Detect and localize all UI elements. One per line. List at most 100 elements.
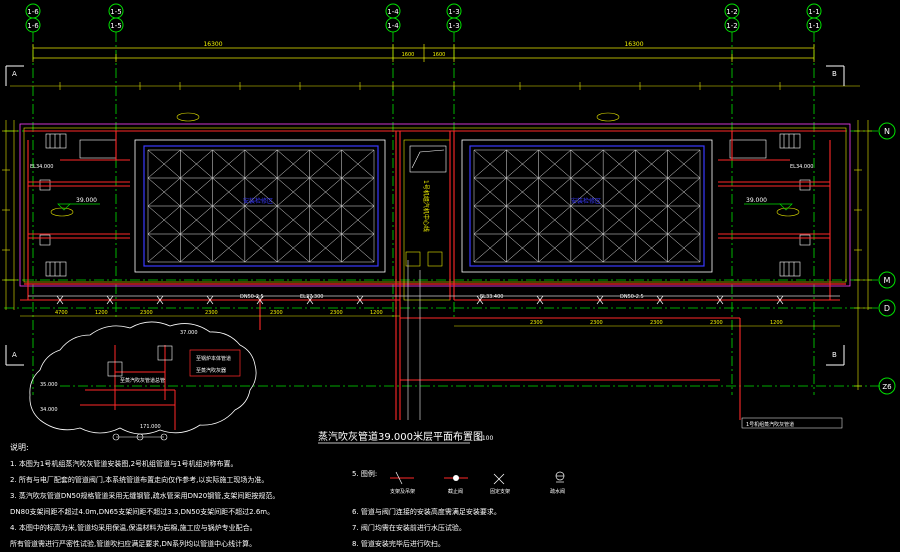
truss-diagonal [147,205,181,235]
svg-text:39.000: 39.000 [746,197,767,204]
truss-diagonal [570,233,604,263]
elevation-right: 39.000 [744,197,793,211]
svg-text:1-1: 1-1 [808,8,819,16]
left-bay-label: 安装检修区 [243,197,273,205]
top-dim-3: 1600 [433,52,446,58]
truss-diagonal [212,233,246,263]
legend-cross-icon: 固定支架 [490,473,510,495]
right-note: 1号机组蒸汽吹灰管道 [746,421,794,428]
top-axis-1-1[interactable]: 1-1 1-1 [806,3,822,395]
mid-left-pipe-label: EL37.300 [300,294,323,300]
left-pipe-label: DN50-2.5 [240,294,264,300]
truss-diagonal [538,149,572,179]
note-2: 2. 所有与电厂配套的管道阀门,本系统管道布置走向仅作参考,以实际施工现场为准。 [10,475,268,484]
note-1: 1. 本图为1号机组蒸汽吹灰管道安装图,2号机组管道与1号机组对称布置。 [10,459,238,468]
truss-diagonal [506,149,539,179]
valve-icon [206,295,214,305]
mid-dim-4: 2300 [270,310,283,316]
svg-text:1-2: 1-2 [726,22,737,30]
mid-dim-r3: 2300 [710,320,723,326]
left-deck [134,139,386,273]
truss-diagonal [147,177,181,207]
valve-icon [476,295,484,305]
svg-text:A: A [12,70,17,78]
elevation-left: 39.000 [57,197,100,211]
right-bay-label: 安装检修区 [571,197,601,205]
valve-icon [716,295,724,305]
truss-diagonal [276,177,310,207]
legend-valve-label: 截止阀 [448,488,463,495]
drawing-scale: 1:100 [476,435,493,442]
right-axis-M[interactable]: M [878,271,896,289]
svg-text:B: B [832,351,837,359]
legend-cross-label: 固定支架 [490,488,510,495]
truss-diagonal [667,205,701,235]
truss-diagonal [341,205,375,235]
legend-support-label: 支架及吊架 [390,488,415,495]
legend-valve-dot-icon: 截止阀 [444,475,468,495]
truss-diagonal [147,233,181,263]
top-axis-1-2[interactable]: 1-2 1-2 [724,3,740,395]
truss-diagonal [473,205,507,235]
legend: 支架及吊架 截止阀 固定支架 疏水阀 [390,471,565,495]
legend-trap-label: 疏水阀 [550,488,565,495]
truss-diagonal [309,149,342,179]
truss-diagonal [309,177,342,207]
section-mark-top-left: A [5,65,24,86]
detail-note-3: 至蒸汽吹灰器 [196,367,226,374]
truss-diagonal [635,149,668,179]
truss-diagonal [180,205,213,235]
right-axis-D[interactable]: D [878,299,896,317]
truss-diagonal [602,233,636,263]
truss-diagonal [180,233,213,263]
legend-support-icon: 支架及吊架 [390,471,415,495]
legend-trap-icon: 疏水阀 [550,471,565,495]
mid-dim-5: 2300 [330,310,343,316]
right-axis-N[interactable]: N [878,122,896,140]
detail-elev-3: 171.000 [140,424,161,430]
svg-text:1-2: 1-2 [726,8,737,16]
truss-diagonal [147,149,181,179]
truss-diagonal [341,233,375,263]
truss-diagonal [309,233,342,263]
truss-diagonal [667,177,701,207]
left-equipment [39,133,117,277]
truss-diagonal [212,177,246,207]
truss-diagonal [244,149,278,179]
top-axis-1-4[interactable]: 1-4 1-4 [385,3,401,320]
truss-diagonal [473,177,507,207]
mid-dim-r4: 1200 [770,320,783,326]
section-mark-bottom-left: A [5,345,24,366]
detail-elev-4: 37.000 [180,330,198,336]
truss-diagonal [538,205,572,235]
truss-diagonal [506,177,539,207]
svg-text:1-4: 1-4 [387,22,399,30]
detail-note-1: 至蒸汽吹灰管道总管 [120,377,165,384]
mid-dim-6: 1200 [370,310,383,316]
mid-dim-r0: 2300 [530,320,543,326]
top-dimension-chain [32,44,815,62]
right-vertical-dims [854,120,872,390]
truss-diagonal [602,149,636,179]
top-axis-group: 1-6 1-6 1-5 1-5 1-4 1-4 1-3 1-3 [25,3,822,395]
mid-dim-2: 2300 [140,310,153,316]
truss-diagonal [570,205,604,235]
truss-diagonal [276,233,310,263]
svg-text:1-3: 1-3 [448,22,459,30]
top-dim-1: 16300 [203,41,222,48]
svg-text:1-4: 1-4 [387,8,399,16]
right-equipment [729,133,811,277]
truss-diagonal [341,149,375,179]
truss-diagonal [244,205,278,235]
second-dimension-chain [10,82,860,90]
truss-diagonal [276,205,310,235]
truss-diagonal [570,149,604,179]
top-axis-1-6[interactable]: 1-6 1-6 [25,3,41,395]
svg-text:1-3: 1-3 [448,8,459,16]
right-axis-Z6[interactable]: Z6 [878,377,896,395]
valve-icon [106,295,114,305]
valve-icon [56,295,64,305]
top-axis-1-5[interactable]: 1-5 1-5 [108,3,124,320]
right-pipe-label: DN50-2.5 [620,294,644,300]
note-4: DN80支架间距不超过4.0m,DN65支架间距不超过3.3,DN50支架间距不… [10,507,274,516]
